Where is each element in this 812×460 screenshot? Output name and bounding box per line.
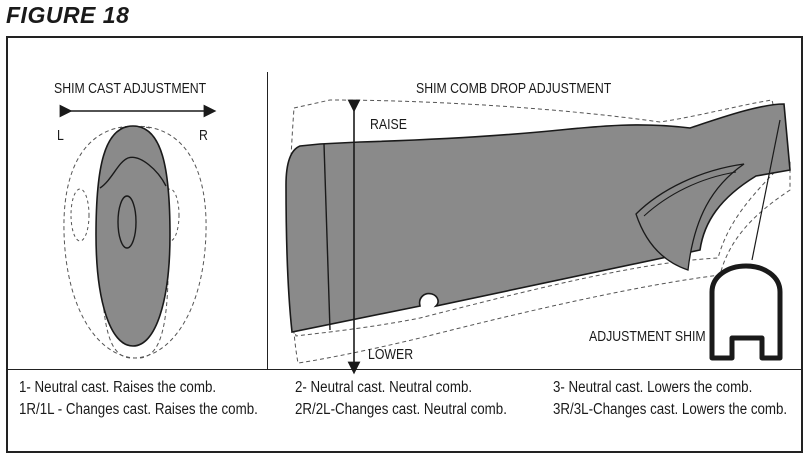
cast-inner-dashed-left [70, 188, 90, 242]
adjustment-shim-icon [709, 263, 783, 361]
lower-label: LOWER [368, 346, 414, 363]
caption-3-line2: 3R/3L-Changes cast. Lowers the comb. [553, 401, 788, 418]
comb-drop-drawing [285, 99, 791, 375]
caption-1: 1- Neutral cast. Raises the comb. 1R/1L … [19, 377, 258, 421]
butt-pad-shape [95, 125, 171, 347]
butt-pad-center [117, 195, 137, 249]
caption-1-line1: 1- Neutral cast. Raises the comb. [19, 379, 217, 396]
caption-2-line2: 2R/2L-Changes cast. Neutral comb. [295, 401, 507, 418]
caption-2: 2- Neutral cast. Neutral comb. 2R/2L-Cha… [295, 377, 507, 421]
cast-left-outline [63, 125, 169, 359]
cast-inner-dashed-right [160, 188, 180, 242]
stock-raised-outline [288, 99, 787, 337]
shim-pointer-line [751, 119, 781, 261]
butt-pad-contour [99, 156, 167, 189]
grip-cutout [635, 163, 745, 271]
grip-inner-line [643, 171, 737, 217]
caption-1-line2: 1R/1L - Changes cast. Raises the comb. [19, 401, 258, 418]
cast-adjustment-title: SHIM CAST ADJUSTMENT [54, 80, 207, 97]
caption-2-line1: 2- Neutral cast. Neutral comb. [295, 379, 473, 396]
cast-right-label: R [199, 127, 208, 144]
caption-3: 3- Neutral cast. Lowers the comb. 3R/3L-… [553, 377, 787, 421]
figure-title: FIGURE 18 [6, 2, 130, 28]
cast-left-label: L [57, 127, 64, 144]
panel-divider [267, 72, 268, 369]
butt-plate-line [323, 143, 331, 331]
cast-right-outline [101, 125, 207, 359]
caption-divider [8, 369, 801, 370]
adjustment-shim-label: ADJUSTMENT SHIM [589, 328, 706, 345]
stock-shape [285, 103, 791, 333]
cast-adjustment-drawing [59, 104, 217, 359]
raise-label: RAISE [370, 116, 407, 133]
comb-drop-title: SHIM COMB DROP ADJUSTMENT [416, 80, 612, 97]
stock-lowered-outline [290, 150, 791, 364]
caption-3-line1: 3- Neutral cast. Lowers the comb. [553, 379, 753, 396]
figure-frame [6, 36, 803, 453]
